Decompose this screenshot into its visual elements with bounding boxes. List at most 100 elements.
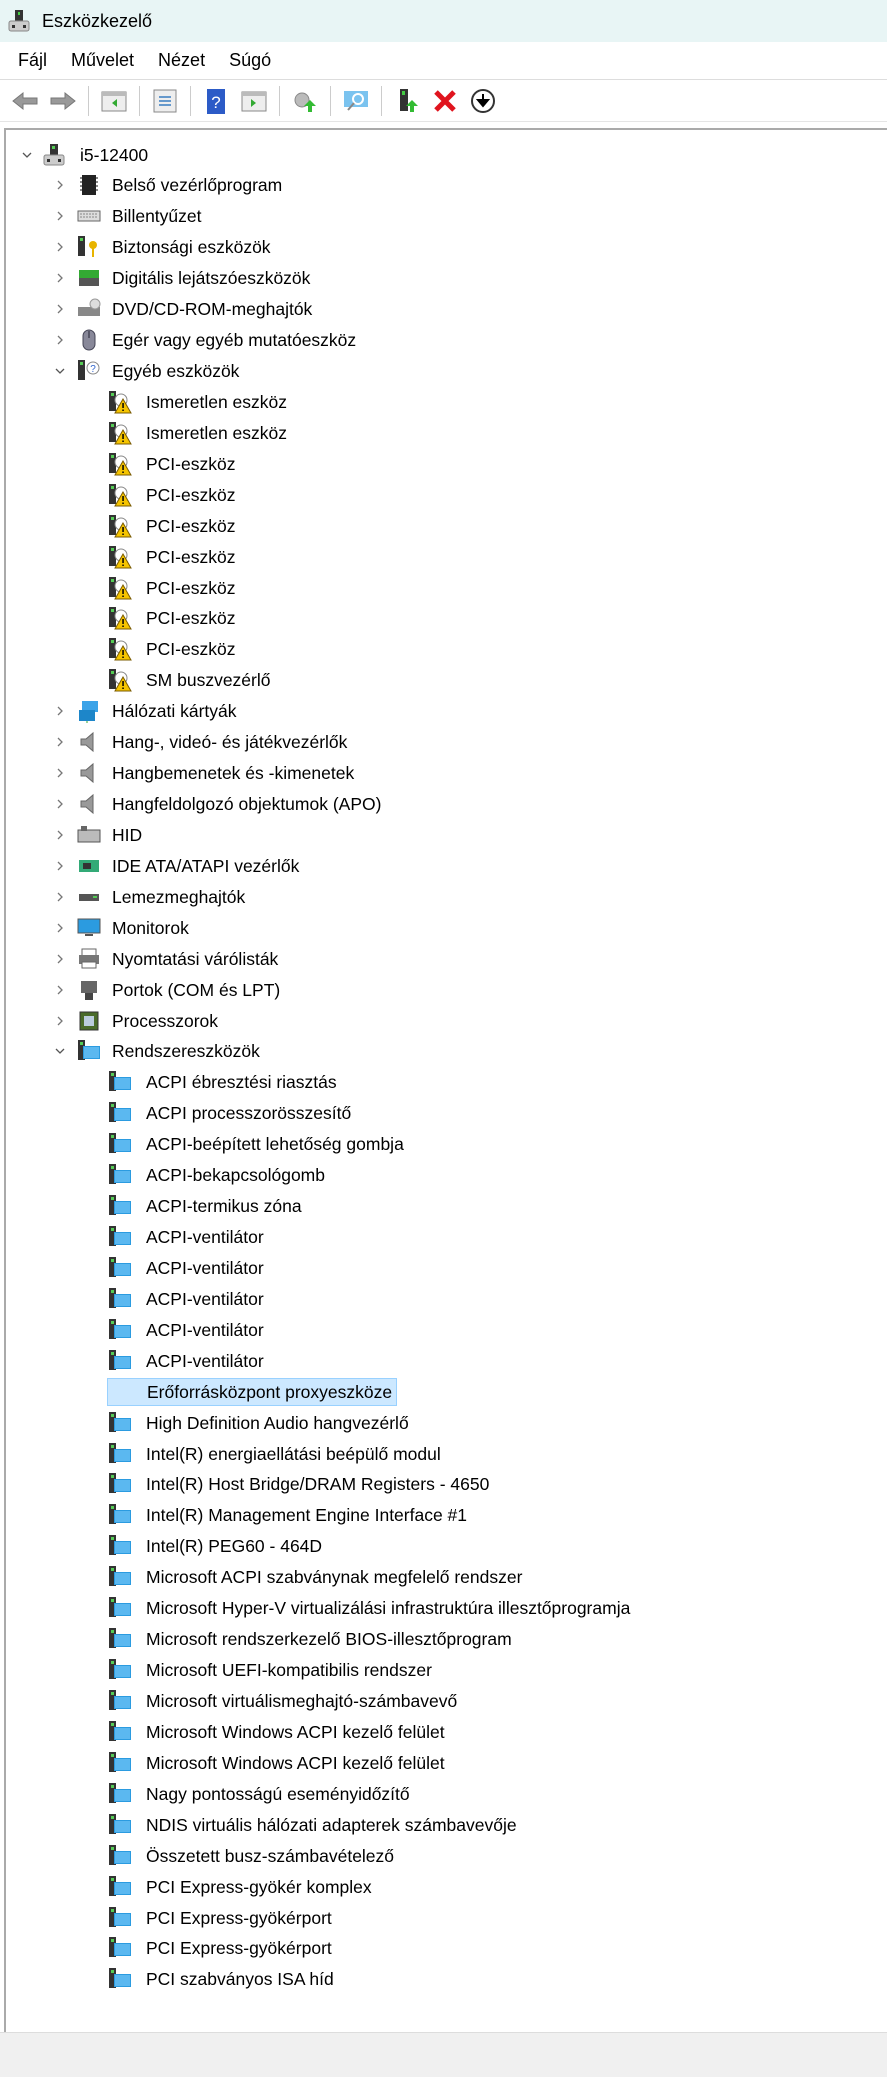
scan-hardware-button[interactable] bbox=[341, 86, 371, 116]
chevron-right-icon[interactable] bbox=[53, 704, 67, 718]
tree-item[interactable]: PCI-eszköz bbox=[6, 511, 886, 540]
tree-item[interactable]: ACPI-bekapcsológomb bbox=[6, 1161, 886, 1190]
tree-item[interactable]: ACPI-ventilátor bbox=[6, 1253, 886, 1282]
menu-help[interactable]: Súgó bbox=[229, 50, 272, 70]
tree-item[interactable]: ACPI processzorösszesítő bbox=[6, 1099, 886, 1128]
window-title: Eszközkezelő bbox=[42, 10, 153, 31]
tree-category[interactable]: Billentyűzet bbox=[6, 202, 886, 231]
tree-category[interactable]: Portok (COM és LPT) bbox=[6, 975, 886, 1004]
chevron-right-icon[interactable] bbox=[53, 271, 67, 285]
add-legacy-hardware-button[interactable] bbox=[392, 86, 422, 116]
chevron-right-icon[interactable] bbox=[53, 797, 67, 811]
back-button[interactable] bbox=[10, 86, 40, 116]
chevron-down-icon[interactable] bbox=[53, 1044, 67, 1058]
tree-item[interactable]: PCI-eszköz bbox=[6, 573, 886, 602]
uninstall-device-button[interactable] bbox=[430, 86, 460, 116]
show-action-pane-button[interactable] bbox=[239, 86, 269, 116]
tree-item[interactable]: ACPI ébresztési riasztás bbox=[6, 1068, 886, 1097]
tree-item[interactable]: Microsoft Windows ACPI kezelő felület bbox=[6, 1748, 886, 1777]
tree-item[interactable]: Microsoft Windows ACPI kezelő felület bbox=[6, 1717, 886, 1746]
tree-item[interactable]: High Definition Audio hangvezérlő bbox=[6, 1408, 886, 1437]
menu-action[interactable]: Művelet bbox=[71, 50, 135, 70]
chevron-right-icon[interactable] bbox=[53, 766, 67, 780]
tree-item[interactable]: ACPI-ventilátor bbox=[6, 1346, 886, 1375]
tree-category[interactable]: IDE ATA/ATAPI vezérlők bbox=[6, 851, 886, 880]
tree-item[interactable]: Intel(R) Management Engine Interface #1 bbox=[6, 1501, 886, 1530]
tree-category[interactable]: Lemezmeghajtók bbox=[6, 882, 886, 911]
tree-item[interactable]: ACPI-ventilátor bbox=[6, 1284, 886, 1313]
tree-item[interactable]: Ismeretlen eszköz bbox=[6, 418, 886, 447]
tree-category[interactable]: Processzorok bbox=[6, 1006, 886, 1035]
show-hide-console-tree-button[interactable] bbox=[99, 86, 129, 116]
tree-item-label: SM buszvezérlő bbox=[146, 670, 271, 691]
computer-icon bbox=[42, 143, 66, 167]
chevron-right-icon[interactable] bbox=[53, 1014, 67, 1028]
tree-category[interactable]: HID bbox=[6, 820, 886, 849]
tree-item[interactable]: Microsoft ACPI szabványnak megfelelő ren… bbox=[6, 1563, 886, 1592]
chevron-right-icon[interactable] bbox=[53, 735, 67, 749]
chevron-right-icon[interactable] bbox=[53, 333, 67, 347]
tree-item[interactable]: Microsoft UEFI-kompatibilis rendszer bbox=[6, 1656, 886, 1685]
chevron-down-icon[interactable] bbox=[53, 364, 67, 378]
tree-item[interactable]: Összetett busz-számbavételező bbox=[6, 1841, 886, 1870]
tree-item[interactable]: PCI-eszköz bbox=[6, 449, 886, 478]
tree-category[interactable]: Rendszereszközök bbox=[6, 1037, 886, 1066]
tree-item[interactable]: ACPI-ventilátor bbox=[6, 1223, 886, 1252]
tree-item[interactable]: ACPI-termikus zóna bbox=[6, 1192, 886, 1221]
tree-item[interactable]: ACPI-ventilátor bbox=[6, 1315, 886, 1344]
disable-device-button[interactable] bbox=[468, 86, 498, 116]
chevron-right-icon[interactable] bbox=[53, 302, 67, 316]
tree-item[interactable]: PCI-eszköz bbox=[6, 480, 886, 509]
chevron-right-icon[interactable] bbox=[53, 952, 67, 966]
menu-file[interactable]: Fájl bbox=[18, 50, 48, 70]
tree-item[interactable]: PCI szabványos ISA híd bbox=[6, 1965, 886, 1994]
tree-category[interactable]: Belső vezérlőprogram bbox=[6, 171, 886, 200]
tree-category[interactable]: Hang-, videó- és játékvezérlők bbox=[6, 728, 886, 757]
tree-item[interactable]: NDIS virtuális hálózati adapterek számba… bbox=[6, 1810, 886, 1839]
tree-item[interactable]: Microsoft rendszerkezelő BIOS-illesztőpr… bbox=[6, 1625, 886, 1654]
chevron-right-icon[interactable] bbox=[53, 921, 67, 935]
tree-item[interactable]: PCI Express-gyökérport bbox=[6, 1934, 886, 1963]
tree-item[interactable]: Microsoft Hyper-V virtualizálási infrast… bbox=[6, 1594, 886, 1623]
tree-category[interactable]: i5-12400 bbox=[6, 140, 886, 169]
tree-item[interactable]: PCI Express-gyökérport bbox=[6, 1903, 886, 1932]
svg-text:?: ? bbox=[211, 93, 220, 112]
chevron-right-icon[interactable] bbox=[53, 178, 67, 192]
tree-item[interactable]: Intel(R) energiaellátási beépülő modul bbox=[6, 1439, 886, 1468]
chevron-right-icon[interactable] bbox=[53, 890, 67, 904]
tree-item[interactable]: ACPI-beépített lehetőség gombja bbox=[6, 1130, 886, 1159]
tree-item[interactable]: Intel(R) PEG60 - 464D bbox=[6, 1532, 886, 1561]
tree-item[interactable]: Erőforrásközpont proxyeszköze bbox=[6, 1377, 886, 1406]
tree-item[interactable]: Microsoft virtuálismeghajtó-számbavevő bbox=[6, 1687, 886, 1716]
properties-button[interactable] bbox=[150, 86, 180, 116]
chevron-down-icon[interactable] bbox=[20, 148, 34, 162]
tree-category[interactable]: Monitorok bbox=[6, 913, 886, 942]
forward-button[interactable] bbox=[48, 86, 78, 116]
chevron-right-icon[interactable] bbox=[53, 859, 67, 873]
tree-item[interactable]: Ismeretlen eszköz bbox=[6, 387, 886, 416]
tree-item[interactable]: Nagy pontosságú eseményidőzítő bbox=[6, 1779, 886, 1808]
chevron-right-icon[interactable] bbox=[53, 983, 67, 997]
update-driver-button[interactable] bbox=[290, 86, 320, 116]
tree-item[interactable]: PCI-eszköz bbox=[6, 542, 886, 571]
tree-category[interactable]: Hangfeldolgozó objektumok (APO) bbox=[6, 790, 886, 819]
tree-category[interactable]: Egér vagy egyéb mutatóeszköz bbox=[6, 326, 886, 355]
tree-category[interactable]: Digitális lejátszóeszközök bbox=[6, 264, 886, 293]
tree-category[interactable]: Hálózati kártyák bbox=[6, 697, 886, 726]
chevron-right-icon[interactable] bbox=[53, 209, 67, 223]
tree-item[interactable]: PCI-eszköz bbox=[6, 635, 886, 664]
tree-category[interactable]: Biztonsági eszközök bbox=[6, 233, 886, 262]
tree-item[interactable]: PCI Express-gyökér komplex bbox=[6, 1872, 886, 1901]
chevron-right-icon[interactable] bbox=[53, 828, 67, 842]
tree-category[interactable]: ?Egyéb eszközök bbox=[6, 357, 886, 386]
tree-category[interactable]: Nyomtatási várólisták bbox=[6, 944, 886, 973]
tree-item-label: ACPI-bekapcsológomb bbox=[146, 1165, 325, 1186]
tree-category[interactable]: Hangbemenetek és -kimenetek bbox=[6, 759, 886, 788]
tree-item[interactable]: PCI-eszköz bbox=[6, 604, 886, 633]
menu-view[interactable]: Nézet bbox=[158, 50, 206, 70]
help-button[interactable]: ? bbox=[201, 86, 231, 116]
tree-category[interactable]: DVD/CD-ROM-meghajtók bbox=[6, 295, 886, 324]
tree-item[interactable]: Intel(R) Host Bridge/DRAM Registers - 46… bbox=[6, 1470, 886, 1499]
chevron-right-icon[interactable] bbox=[53, 240, 67, 254]
tree-item[interactable]: SM buszvezérlő bbox=[6, 666, 886, 695]
